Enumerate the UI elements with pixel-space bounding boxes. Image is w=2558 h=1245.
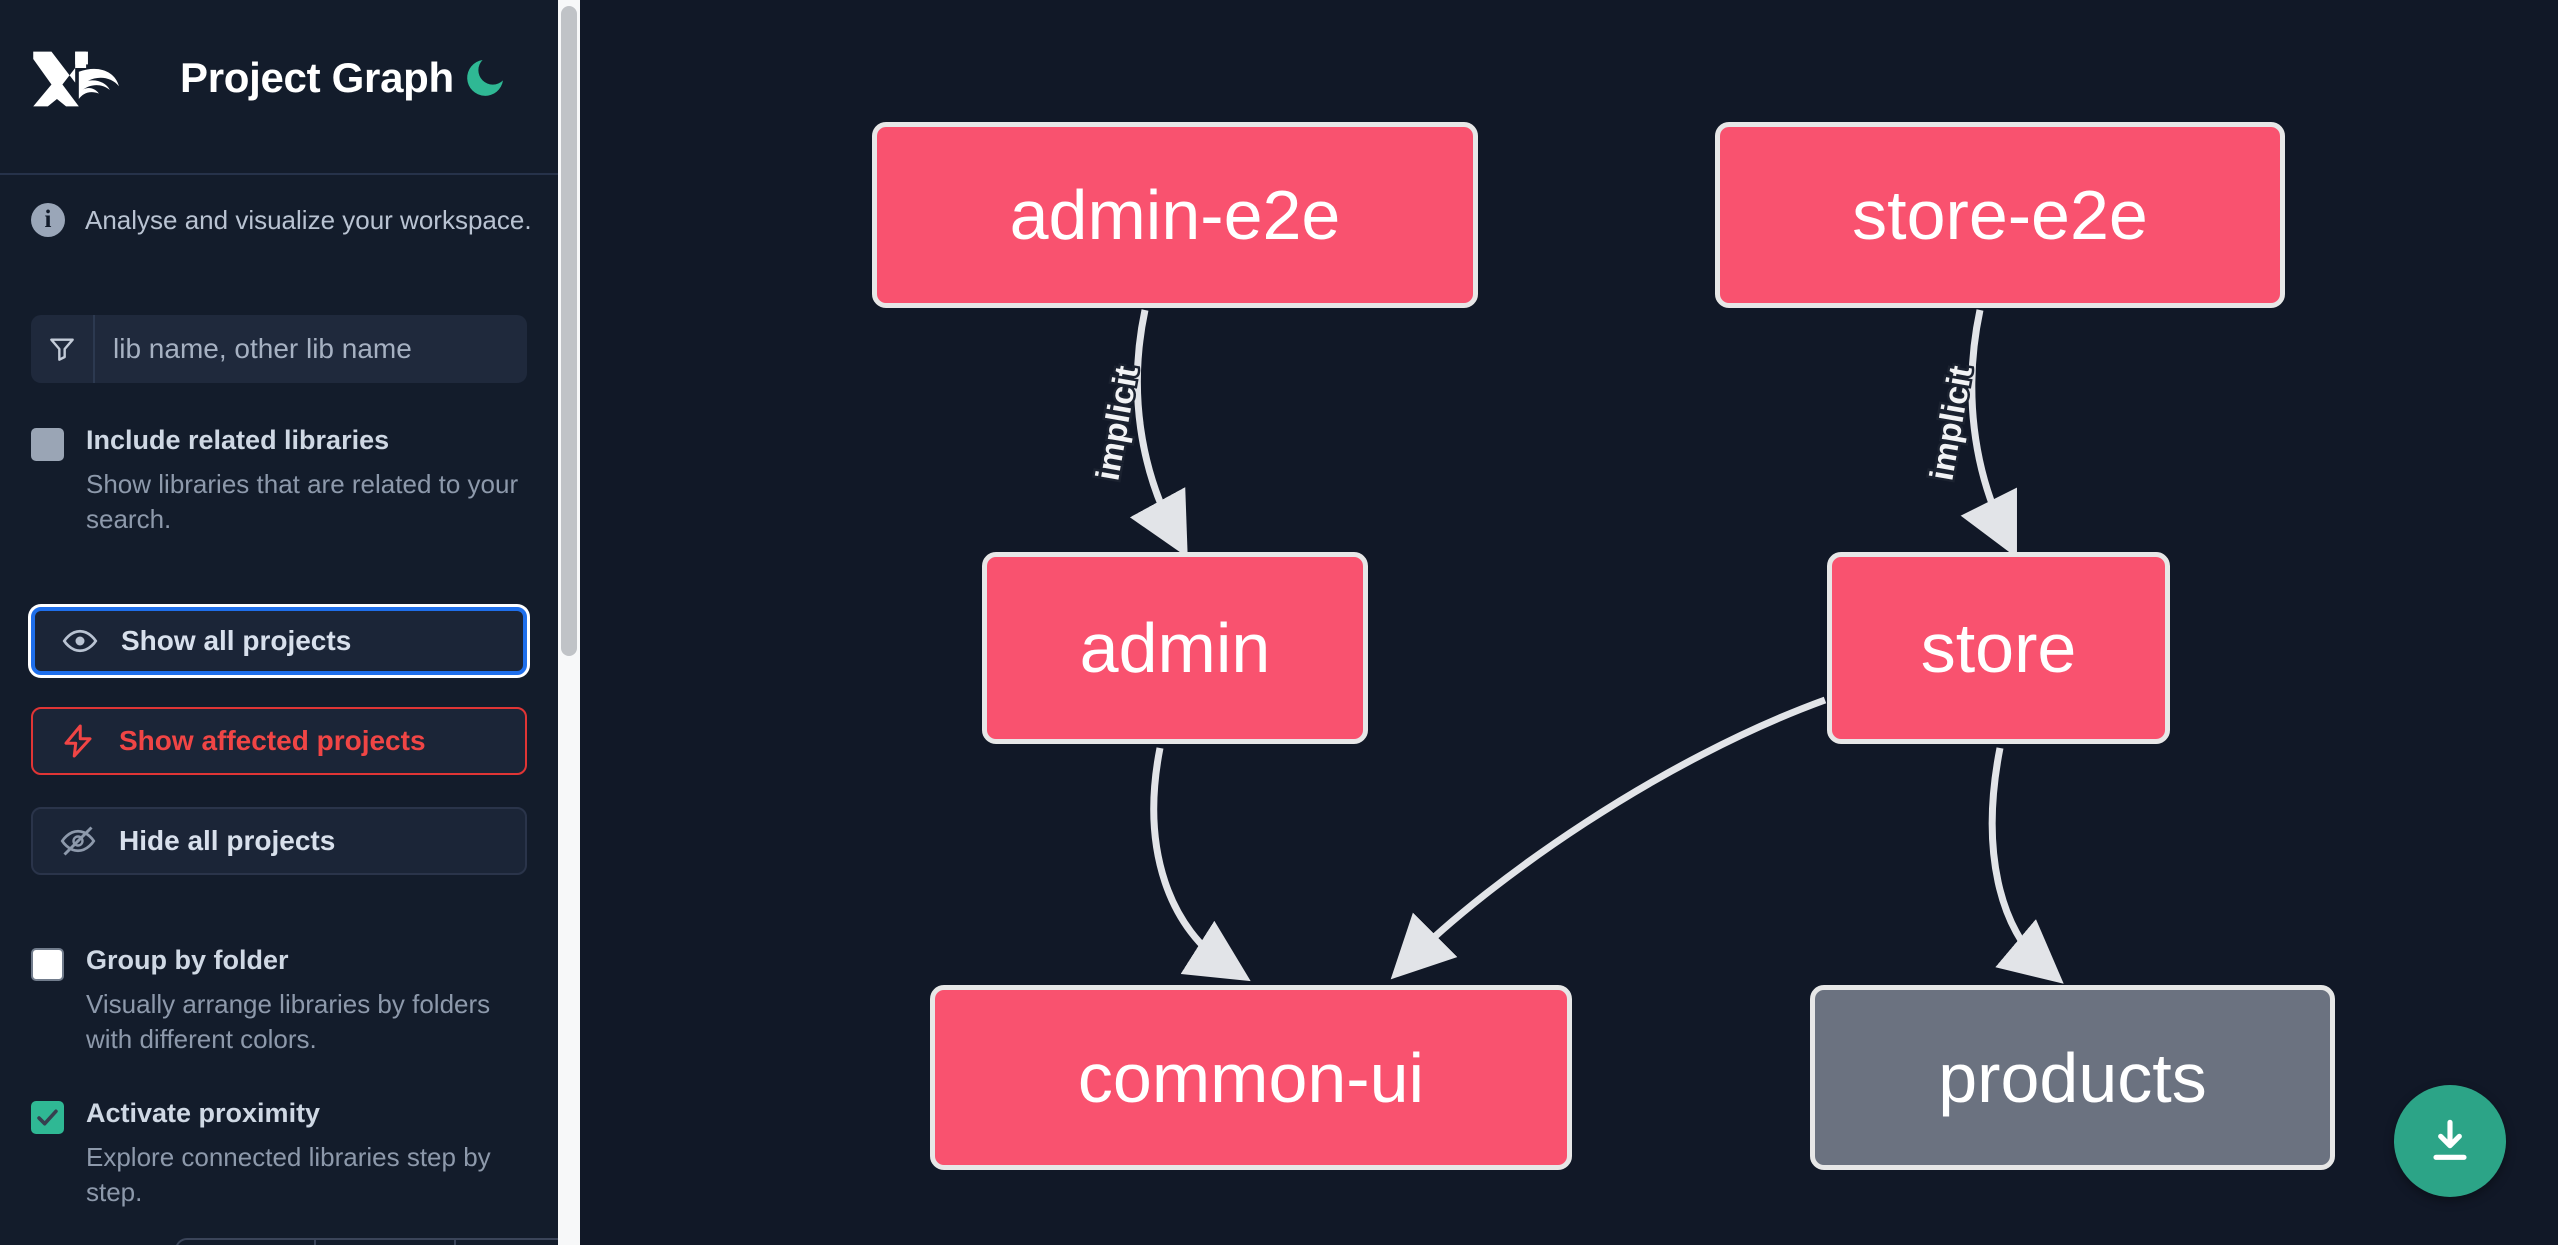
nx-logo-icon <box>33 51 119 107</box>
graph-edges: implicit implicit <box>1086 309 2064 984</box>
download-icon <box>2433 1119 2467 1160</box>
check-icon <box>37 1109 58 1126</box>
sidebar-scrollbar-thumb[interactable] <box>561 6 577 656</box>
search-field[interactable] <box>31 315 527 383</box>
include-related-libraries-description: Show libraries that are related to your … <box>86 469 519 535</box>
project-graph-canvas[interactable]: implicit implicit admin-e2e store-e2e ad… <box>580 0 2558 1245</box>
graph-node-label: admin <box>1079 609 1271 687</box>
activate-proximity-checkbox[interactable] <box>31 1101 64 1134</box>
show-affected-projects-label: Show affected projects <box>119 725 426 756</box>
eye-off-icon <box>59 823 97 859</box>
hide-all-projects-button[interactable]: Hide all projects <box>31 807 527 875</box>
graph-node-common-ui[interactable]: common-ui <box>930 985 1572 1170</box>
proximity-step-increase[interactable] <box>456 1240 558 1245</box>
show-all-projects-label: Show all projects <box>121 625 352 656</box>
include-related-libraries-option: Include related libraries Show libraries… <box>31 425 531 537</box>
lightning-icon <box>59 723 97 759</box>
graph-node-label: store-e2e <box>1852 176 2148 254</box>
graph-node-store[interactable]: store <box>1827 552 2170 744</box>
edge-store-common-ui <box>1390 696 1827 980</box>
proximity-step-value[interactable] <box>316 1240 456 1245</box>
proximity-stepper-group[interactable] <box>175 1238 558 1245</box>
show-all-projects-button[interactable]: Show all projects <box>31 607 527 675</box>
graph-node-label: admin-e2e <box>1009 176 1341 254</box>
graph-node-admin-e2e[interactable]: admin-e2e <box>872 122 1478 308</box>
graph-node-admin[interactable]: admin <box>982 552 1368 744</box>
sidebar: Project Graph i Analyse and visualize yo… <box>0 0 558 1245</box>
edge-admin-common-ui <box>1150 747 1251 982</box>
proximity-step-decrease[interactable] <box>177 1240 317 1245</box>
info-icon: i <box>31 203 65 237</box>
graph-node-store-e2e[interactable]: store-e2e <box>1715 122 2285 308</box>
sidebar-info-row: i Analyse and visualize your workspace. <box>0 175 558 265</box>
graph-node-products[interactable]: products <box>1810 985 2335 1170</box>
filter-icon <box>31 315 95 383</box>
eye-icon <box>61 623 99 659</box>
edge-admin-e2e-admin <box>1129 309 1188 558</box>
edge-store-products <box>1988 747 2064 984</box>
group-by-folder-label: Group by folder <box>86 945 289 975</box>
page-title: Project Graph <box>180 54 454 101</box>
include-related-libraries-checkbox[interactable] <box>31 428 64 461</box>
group-by-folder-description: Visually arrange libraries by folders wi… <box>86 989 491 1055</box>
include-related-libraries-label: Include related libraries <box>86 425 390 455</box>
graph-node-label: store <box>1920 609 2077 687</box>
hide-all-projects-label: Hide all projects <box>119 825 336 856</box>
download-image-button[interactable] <box>2394 1085 2506 1197</box>
activate-proximity-description: Explore connected libraries step by step… <box>86 1142 491 1208</box>
edge-store-e2e-store <box>1960 309 2017 558</box>
sidebar-header: Project Graph <box>0 0 558 175</box>
activate-proximity-label: Activate proximity <box>86 1098 321 1128</box>
search-input[interactable] <box>95 315 527 383</box>
show-affected-projects-button[interactable]: Show affected projects <box>31 707 527 775</box>
moon-icon[interactable] <box>461 54 509 102</box>
sidebar-info-text: Analyse and visualize your workspace. <box>85 204 532 235</box>
group-by-folder-checkbox[interactable] <box>31 948 64 981</box>
group-by-folder-option: Group by folder Visually arrange librari… <box>31 945 531 1057</box>
activate-proximity-option: Activate proximity Explore connected lib… <box>31 1098 531 1210</box>
graph-node-label: common-ui <box>1077 1038 1425 1117</box>
graph-node-label: products <box>1938 1038 2207 1117</box>
